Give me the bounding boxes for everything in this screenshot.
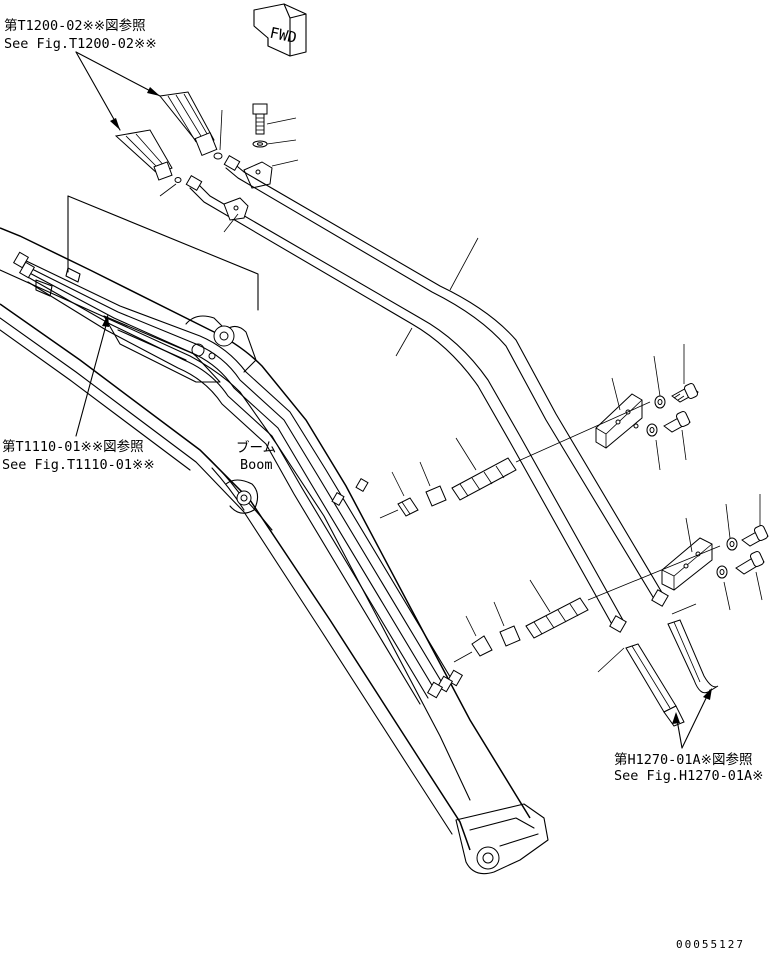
clamp-block-set-lower <box>471 597 589 657</box>
bolt-upper-1 <box>671 383 699 403</box>
ref-mid-left-jp: 第T1110-01※※図参照 <box>2 438 144 455</box>
ref-bottom-right-en: See Fig.H1270-01A※ <box>614 768 763 784</box>
washer-upper-2 <box>646 423 658 437</box>
washer-lower-1 <box>726 537 738 551</box>
tube-clamp-upper <box>223 197 249 221</box>
boom-label-jp: ブーム <box>236 439 276 456</box>
clamp-plate-upper <box>595 393 643 449</box>
fwd-arrow-icon: FWD <box>253 3 307 57</box>
bolt-lower-1 <box>741 525 769 547</box>
top-bolt-icon <box>252 103 297 135</box>
ref-top-left-leaders <box>75 51 161 131</box>
ref-bottom-right-leaders <box>672 688 712 749</box>
bolt-upper-2 <box>663 411 691 433</box>
washer-lower-2 <box>716 565 728 579</box>
bolt-lower-2 <box>735 551 765 575</box>
fwd-label: FWD <box>268 24 298 47</box>
boom-label-en: Boom <box>240 457 273 473</box>
boom <box>0 227 549 875</box>
ref-top-left-jp: 第T1200-02※※図参照 <box>4 17 146 34</box>
hydraulic-tube-2 <box>185 174 627 633</box>
clamp-block-set-upper <box>397 457 517 517</box>
washer-upper-1 <box>654 395 666 409</box>
top-washer-icon <box>252 139 297 148</box>
top-clamp-icon <box>243 159 299 189</box>
ref-mid-left-leader <box>75 314 109 437</box>
clamp-plate-lower <box>661 537 713 591</box>
upper-hose-fitting-2 <box>114 129 182 183</box>
upper-hose-fitting-1 <box>159 91 223 160</box>
boom-foot-bracket <box>35 267 257 383</box>
drawing-number: 00055127 <box>676 938 745 951</box>
lower-hose-1 <box>625 643 685 727</box>
hydraulic-tube-1 <box>223 154 669 607</box>
ref-mid-left-en: See Fig.T1110-01※※ <box>2 457 155 473</box>
lower-hose-2 <box>667 619 719 694</box>
boom-piping-bundle <box>12 251 464 705</box>
ref-top-left-en: See Fig.T1200-02※※ <box>4 36 157 52</box>
ref-bottom-right-jp: 第H1270-01A※図参照 <box>614 751 752 768</box>
